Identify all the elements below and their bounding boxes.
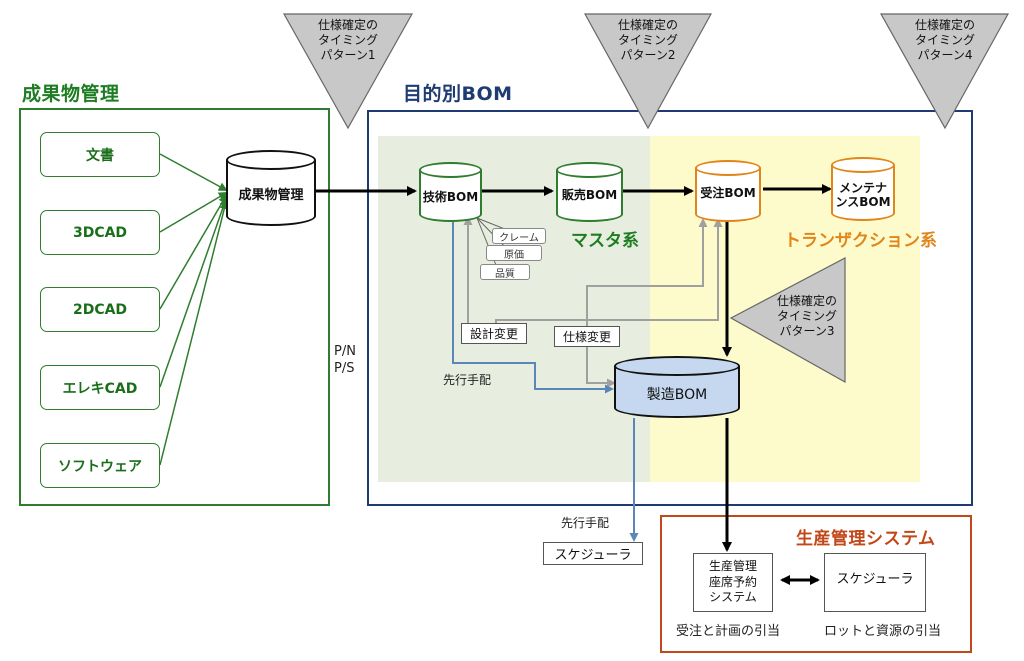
order-bom[interactable]: 受注BOM: [695, 160, 761, 222]
deliverable-electrical-cad[interactable]: エレキCAD: [40, 365, 160, 410]
manufacturing-bom[interactable]: 製造BOM: [614, 356, 740, 418]
attribute-cost: 原価: [486, 245, 542, 261]
attribute-quality: 品質: [480, 264, 530, 280]
production-title: 生産管理システム: [796, 529, 936, 549]
order-bom-label: 受注BOM: [700, 185, 756, 200]
deliverable-document[interactable]: 文書: [40, 132, 160, 177]
design-change-box: 設計変更: [461, 323, 527, 344]
lot-resource-allocation-caption: ロットと資源の引当: [824, 624, 942, 639]
engineering-bom[interactable]: 技術BOM: [419, 162, 482, 222]
timing-label-3: 仕様確定の タイミング パターン3: [776, 294, 837, 338]
deliverables-panel: [19, 108, 330, 506]
bom-title: 目的別BOM: [403, 83, 513, 105]
timing-label-4: 仕様確定の タイミング パターン4: [914, 18, 975, 62]
maintenance-bom-label: メンテナンスBOM: [835, 180, 891, 209]
advance-links: [452, 222, 639, 542]
timing-label-1: 仕様確定の タイミング パターン1: [317, 18, 378, 62]
attribute-claim: クレーム: [492, 228, 546, 244]
deliverable-links: [159, 153, 229, 466]
timing-label-2: 仕様確定の タイミング パターン2: [617, 18, 678, 62]
deliverables-title: 成果物管理: [22, 83, 120, 105]
maintenance-bom[interactable]: メンテナンスBOM: [831, 157, 895, 221]
pn-ps-label: P/N P/S: [334, 344, 356, 376]
manufacturing-bom-label: 製造BOM: [646, 386, 708, 403]
sales-bom[interactable]: 販売BOM: [556, 162, 623, 222]
seat-booking-system-box[interactable]: 生産管理 座席予約 システム: [693, 553, 773, 612]
attribute-links: [476, 217, 521, 271]
deliverables-db-label: 成果物管理: [238, 188, 304, 204]
deliverable-software[interactable]: ソフトウェア: [40, 443, 160, 488]
spec-change-box: 仕様変更: [554, 326, 620, 347]
scheduler-outside-box: スケジューラ: [543, 542, 643, 565]
transaction-zone-label: トランザクション系: [784, 231, 937, 251]
advance-arrangement-label-1: 先行手配: [443, 373, 492, 387]
advance-arrangement-label-2: 先行手配: [561, 516, 610, 530]
sales-bom-label: 販売BOM: [561, 187, 618, 202]
engineering-bom-label: 技術BOM: [422, 189, 479, 204]
master-zone-label: マスタ系: [571, 231, 639, 251]
scheduler-box[interactable]: スケジューラ: [824, 553, 926, 612]
deliverable-2dcad[interactable]: 2DCAD: [40, 287, 160, 332]
deliverables-db[interactable]: 成果物管理: [226, 150, 316, 226]
main-flow: [315, 184, 832, 585]
order-plan-allocation-caption: 受注と計画の引当: [676, 624, 781, 639]
deliverable-3dcad[interactable]: 3DCAD: [40, 210, 160, 255]
production-panel: [660, 515, 972, 653]
